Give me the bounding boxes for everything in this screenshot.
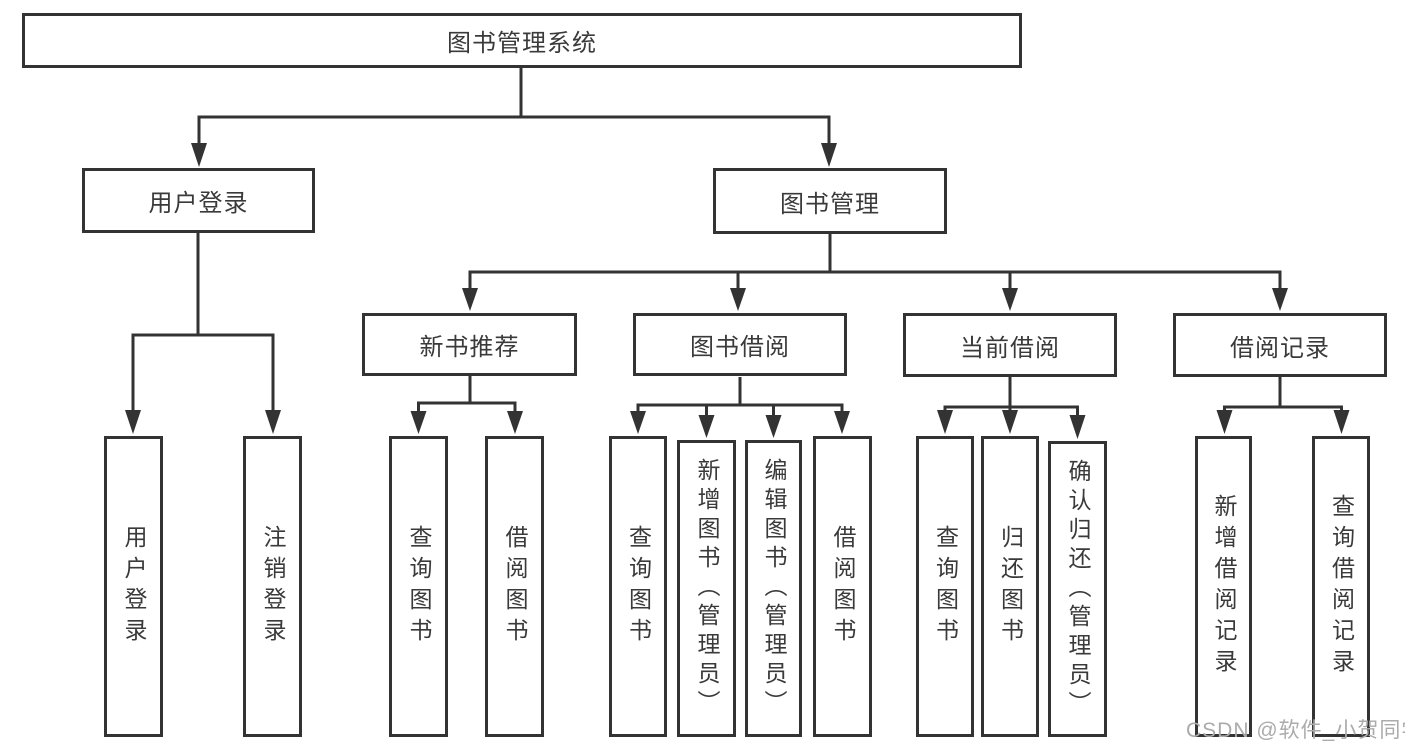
- leaf-return-books: 归还图书: [981, 436, 1039, 737]
- leaf-add-borrow-record: 新增借阅记录: [1195, 436, 1252, 737]
- node-book-borrow: 图书借阅: [633, 313, 847, 376]
- node-borrow-records: 借阅记录: [1173, 313, 1387, 377]
- node-new-book-recommend: 新书推荐: [362, 313, 577, 376]
- leaf-edit-book-admin: 编辑图书（管理员）: [745, 440, 802, 737]
- leaf-confirm-return-admin: 确认归还（管理员）: [1048, 441, 1107, 737]
- node-system-root: 图书管理系统: [22, 13, 1022, 68]
- leaf-query-books-current: 查询图书: [916, 436, 974, 737]
- leaf-query-borrow-record: 查询借阅记录: [1312, 436, 1370, 737]
- csdn-watermark: CSDN @软件_小贺同学: [1186, 719, 1405, 742]
- leaf-user-login: 用户登录: [104, 436, 163, 737]
- node-user-login-branch: 用户登录: [82, 168, 315, 233]
- leaf-logout: 注销登录: [243, 436, 302, 737]
- leaf-add-book-admin: 新增图书（管理员）: [677, 440, 736, 737]
- leaf-borrow-books: 借阅图书: [813, 436, 872, 737]
- node-current-borrow: 当前借阅: [903, 313, 1117, 377]
- leaf-query-books-borrow: 查询图书: [609, 436, 667, 737]
- node-book-management-branch: 图书管理: [713, 168, 947, 234]
- leaf-query-books-recommend: 查询图书: [389, 436, 448, 737]
- leaf-borrow-books-recommend: 借阅图书: [485, 436, 544, 737]
